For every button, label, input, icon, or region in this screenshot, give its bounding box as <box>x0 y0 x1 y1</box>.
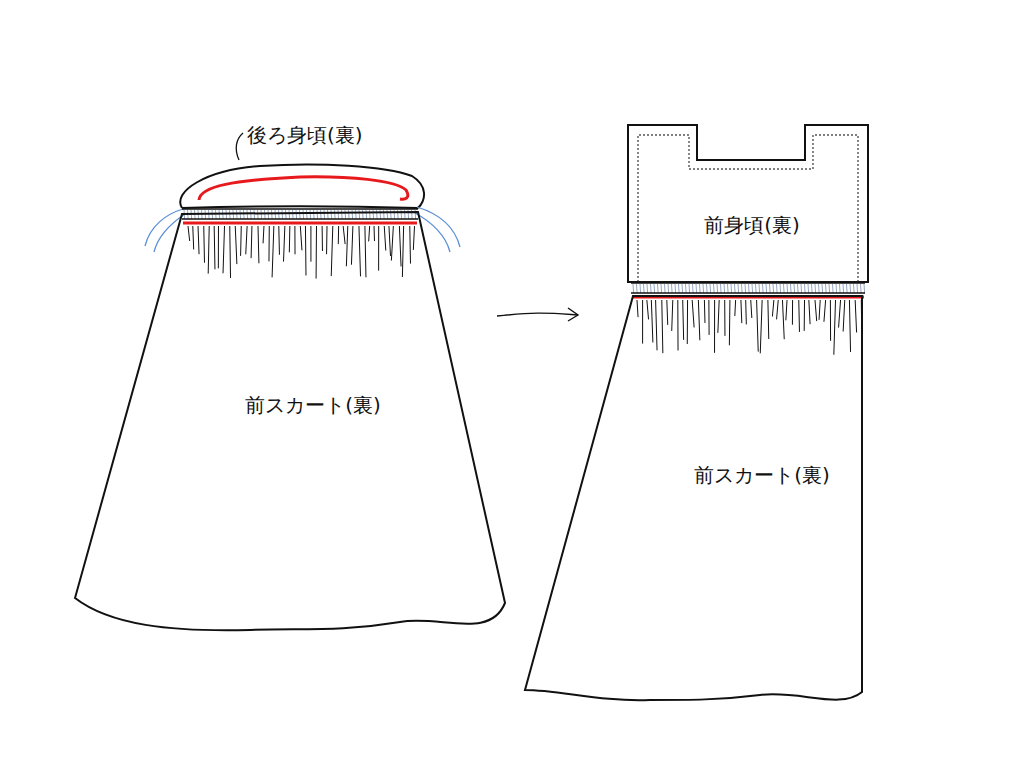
stitch-line <box>183 222 417 225</box>
piece-outline <box>520 286 870 711</box>
serged-edge <box>638 135 858 282</box>
back-bodice-outline <box>180 164 424 208</box>
gathered-waist <box>631 283 865 355</box>
piece-label: 前スカート(裏) <box>694 463 830 487</box>
piece-label: 前スカート(裏) <box>245 393 381 417</box>
skirt-piece: 前スカート(裏) <box>520 286 870 711</box>
bodice-piece: 前身頃(裏) <box>622 118 874 288</box>
leader-line <box>236 133 243 160</box>
gathered-waist <box>182 209 418 279</box>
waist-edge <box>182 207 418 209</box>
piece-label: 前身頃(裏) <box>704 213 800 237</box>
piece-outline <box>622 118 874 288</box>
stitch-line <box>199 177 408 200</box>
skirt-piece: 前スカート(裏) <box>70 200 512 640</box>
piece-outline <box>70 200 512 640</box>
process-arrow <box>497 308 578 321</box>
part-name: 後ろ身頃(裏) <box>247 123 363 147</box>
